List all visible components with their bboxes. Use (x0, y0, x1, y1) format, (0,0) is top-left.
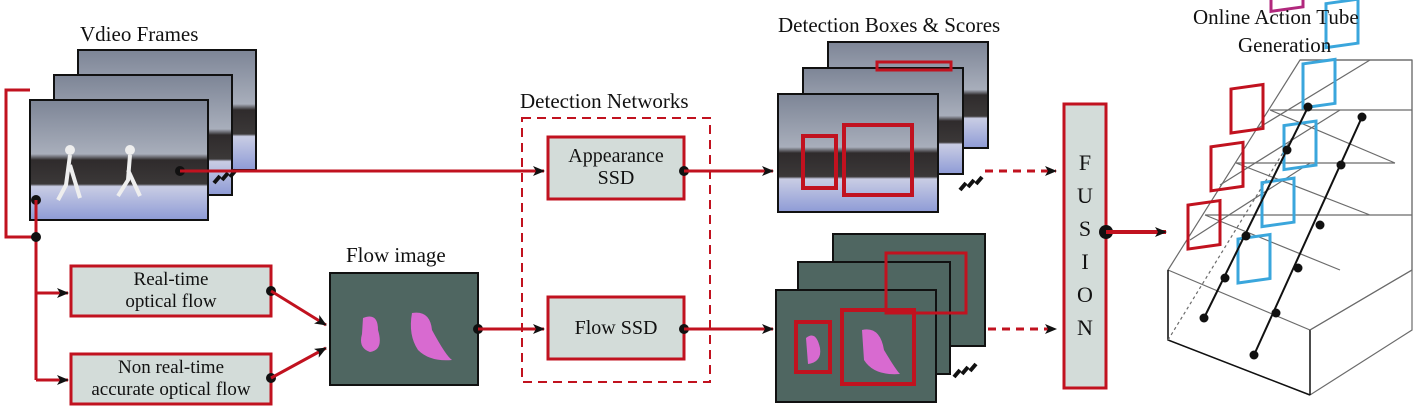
flow-blob-left (361, 316, 380, 352)
appearance-ssd-line2: SSD (597, 167, 635, 189)
online-action-tube-label-line1: Online Action Tube (1193, 5, 1359, 29)
realtime-flow-box (69, 264, 273, 318)
bbox (842, 123, 914, 197)
flow-image (329, 272, 479, 386)
flow-ssd-label: Flow SSD (574, 317, 658, 339)
video-frames-stack (29, 49, 257, 221)
fusion-letter: O (1077, 282, 1093, 307)
realtime-flow-line2: optical flow (125, 291, 217, 312)
nonrealtime-flow-box (69, 352, 273, 406)
realtime-flow-label: Real-time optical flow (71, 269, 271, 313)
bbox (801, 134, 838, 190)
online-action-tube-label-line2: Generation (1238, 33, 1332, 57)
nonrealtime-flow-line1: Non real-time (117, 357, 225, 378)
fusion-letter: I (1081, 249, 1089, 274)
detection-boxes-label: Detection Boxes & Scores (778, 13, 1001, 37)
flow-blob-right (410, 312, 452, 361)
realtime-flow-line1: Real-time (133, 269, 209, 290)
fusion-letter: S (1078, 216, 1092, 241)
action-tube-cube (1167, 59, 1413, 396)
nonrealtime-flow-label: Non real-time accurate optical flow (71, 357, 271, 401)
fusion-letter: N (1077, 315, 1093, 340)
appearance-ssd-line1: Appearance (568, 145, 664, 167)
flow-image-label: Flow image (346, 243, 446, 267)
appearance-ssd-box (546, 135, 686, 201)
action-tube-track (1186, 0, 1367, 360)
flow-ssd-box (546, 295, 686, 361)
detection-networks-label: Detection Networks (520, 89, 689, 113)
detection-networks-region (521, 117, 711, 383)
video-frames-label: Vdieo Frames (80, 22, 199, 46)
bbox (794, 320, 832, 374)
fusion-letter: U (1077, 183, 1093, 208)
fusion-label: F U S I O N (1064, 146, 1106, 344)
nonrealtime-flow-line2: accurate optical flow (91, 379, 251, 400)
bbox (840, 308, 916, 386)
appearance-ssd-label: Appearance SSD (548, 145, 684, 189)
appearance-detections-stack (777, 41, 989, 213)
fencer-figures (56, 145, 142, 201)
fusion-letter: F (1078, 150, 1092, 175)
split-line (4, 88, 36, 239)
fusion-box (1062, 102, 1108, 390)
flow-detections-stack (775, 233, 986, 403)
